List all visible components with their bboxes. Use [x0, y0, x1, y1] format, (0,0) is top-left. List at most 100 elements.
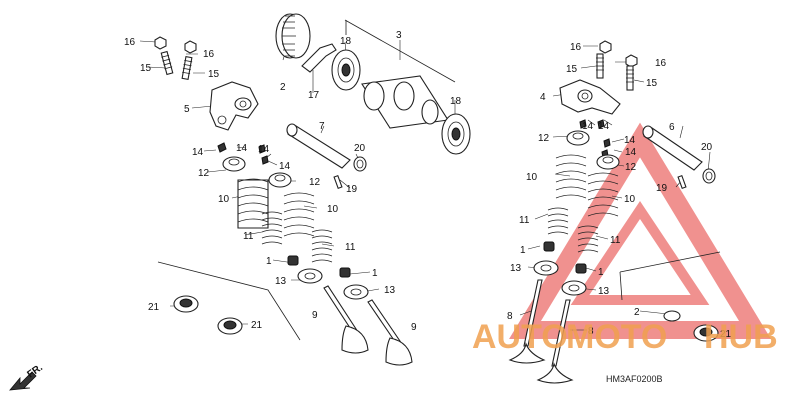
- part-label: 10: [624, 194, 636, 205]
- part-label: 16: [655, 58, 667, 69]
- part-label: 10: [526, 172, 538, 183]
- valve-icon: [508, 279, 546, 364]
- dowel-pin-icon: [677, 174, 687, 190]
- left-labels: 16 16 15 15 5 14 14 14 14 12 12 10 10 11…: [124, 30, 462, 333]
- stem-seal-icon: [339, 267, 351, 278]
- part-label: 2: [634, 307, 640, 318]
- camshaft-icon: [361, 75, 449, 129]
- watermark-moto: MOTO: [566, 318, 667, 356]
- part-label: 16: [570, 42, 582, 53]
- seal-icon: [663, 310, 681, 322]
- stem-seal-icon: [287, 255, 299, 266]
- inner-valve-spring-icon: [577, 225, 599, 253]
- part-label: 18: [340, 36, 352, 47]
- part-label: 2: [280, 82, 286, 93]
- spring-retainer-icon: [268, 172, 292, 188]
- part-label: 13: [275, 276, 287, 287]
- spring-seat-icon: [561, 280, 587, 296]
- part-label: 9: [411, 322, 417, 333]
- part-label: 12: [198, 168, 210, 179]
- lock-nut-icon: [599, 40, 612, 54]
- part-label: 20: [701, 142, 713, 153]
- part-label: 15: [566, 64, 578, 75]
- part-label: 21: [251, 320, 263, 331]
- valve-cotter-icon: [603, 138, 611, 148]
- valve-icon: [536, 299, 574, 384]
- part-label: 15: [140, 63, 152, 74]
- part-label: 11: [243, 231, 254, 242]
- part-label: 14: [582, 121, 594, 132]
- spring-seat-icon: [533, 260, 559, 276]
- part-label: 19: [346, 184, 358, 195]
- part-label: 16: [124, 37, 136, 48]
- part-label: 12: [309, 177, 321, 188]
- stem-seal-icon: [543, 241, 555, 252]
- part-label: 21: [148, 302, 160, 313]
- spring-retainer-icon: [596, 154, 620, 170]
- adjusting-screw-icon: [626, 65, 634, 91]
- diagram-code: HM3AF0200B: [606, 374, 663, 384]
- part-label: 21: [720, 329, 732, 340]
- part-label: 16: [203, 49, 215, 60]
- part-label: 14: [279, 161, 291, 172]
- inner-valve-spring-icon: [311, 229, 333, 263]
- right-labels: 16 16 15 15 4 14 14 14 14 12 12 6 20 19 …: [507, 42, 732, 340]
- adjusting-screw-icon: [160, 50, 174, 76]
- bracket-icon: [301, 43, 337, 73]
- part-label: 17: [308, 90, 320, 101]
- part-label: 12: [538, 133, 550, 144]
- o-ring-icon: [702, 168, 716, 184]
- part-label: 6: [669, 122, 675, 133]
- lock-nut-icon: [184, 40, 197, 54]
- part-label: 4: [540, 92, 546, 103]
- spring-seat-icon: [297, 268, 323, 284]
- part-label: 7: [319, 121, 325, 132]
- dowel-pin-icon: [333, 174, 343, 190]
- outer-valve-spring-icon: [283, 192, 315, 237]
- valve-icon: [323, 285, 369, 354]
- left-parts-group: [139, 13, 471, 366]
- valve-cotter-icon: [261, 155, 269, 165]
- part-label: 20: [354, 143, 366, 154]
- part-label: 5: [184, 104, 190, 115]
- valve-cotter-icon: [258, 144, 266, 154]
- part-label: 12: [625, 162, 637, 173]
- rocker-shaft-icon: [642, 125, 703, 171]
- valve-cotter-icon: [597, 119, 605, 129]
- watermark-hub: HUB: [704, 318, 778, 356]
- part-label: 15: [208, 69, 220, 80]
- outer-valve-spring-icon: [587, 172, 619, 217]
- part-label: 1: [372, 268, 378, 279]
- spring-seat-icon: [343, 284, 369, 300]
- front-arrow-icon: [9, 371, 37, 391]
- rocker-arm-icon: [209, 81, 259, 131]
- part-label: 1: [520, 245, 526, 256]
- outer-valve-spring-icon: [555, 154, 587, 199]
- spring-retainer-icon: [222, 156, 246, 172]
- part-label: 13: [510, 263, 522, 274]
- inner-valve-spring-icon: [547, 207, 569, 235]
- part-label: 15: [646, 78, 658, 89]
- part-label: 9: [312, 310, 318, 321]
- part-label: 14: [258, 144, 270, 155]
- inner-valve-spring-icon: [261, 211, 283, 245]
- spring-retainer-icon: [566, 130, 590, 146]
- part-label: 14: [236, 143, 248, 154]
- outer-valve-spring-icon: [237, 178, 269, 229]
- lock-nut-icon: [625, 54, 638, 68]
- watermark-auto: AUTO: [472, 318, 568, 356]
- rocker-arm-icon: [559, 79, 621, 115]
- valve-icon: [367, 299, 413, 366]
- cam-sprocket-icon: [275, 13, 311, 59]
- part-label: 10: [218, 194, 230, 205]
- stem-seal-icon: [575, 263, 587, 274]
- part-label: 13: [384, 285, 396, 296]
- part-label: 19: [656, 183, 668, 194]
- part-label: 8: [507, 311, 513, 322]
- right-parts-group: [508, 40, 721, 384]
- part-label: 14: [625, 147, 637, 158]
- watermark-text: AUTO MOTO HUB: [472, 318, 778, 356]
- bearing-icon: [331, 49, 361, 91]
- lock-nut-icon: [154, 36, 167, 50]
